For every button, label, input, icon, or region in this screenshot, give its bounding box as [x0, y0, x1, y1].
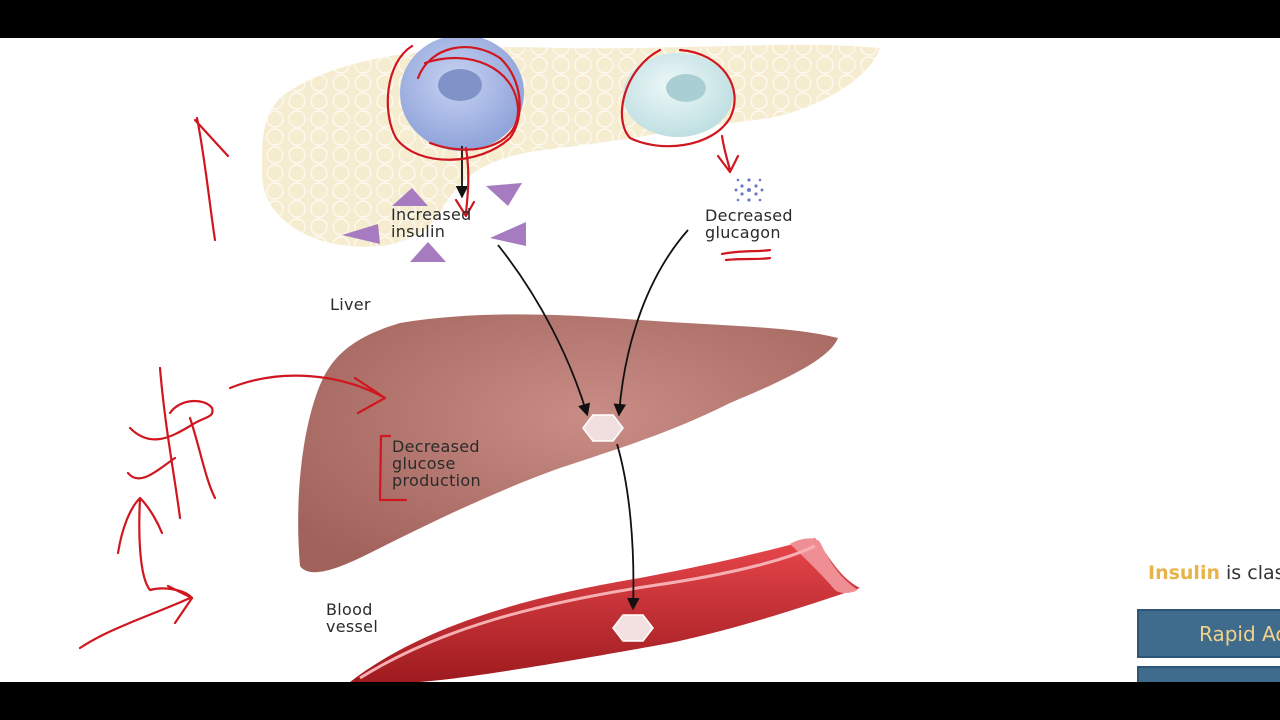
label-blood-vessel: Blood vessel: [326, 601, 378, 635]
glucagon-molecule: [734, 178, 764, 202]
diagram-stage: Increased insulin Decreased glucagon Liv…: [0, 38, 1280, 682]
label-liver: Liver: [330, 296, 371, 313]
insulin-caption-rest: is clas: [1219, 562, 1280, 584]
label-decreased-glucagon: Decreased glucagon: [705, 207, 793, 241]
label-decreased-glucose-production: Decreased glucose production: [392, 438, 481, 489]
alpha-cell: [623, 53, 733, 137]
insulin-molecules: [342, 183, 526, 262]
next-category-button[interactable]: [1137, 666, 1280, 682]
liver: [298, 314, 838, 573]
label-line: Blood: [326, 600, 373, 619]
label-line: vessel: [326, 617, 379, 636]
glucose-molecule-liver: [582, 414, 624, 442]
diagram-art: [78, 38, 880, 682]
beta-cell: [400, 38, 524, 151]
label-line: glucose: [392, 454, 456, 473]
label-line: production: [392, 471, 481, 490]
label-line: Increased: [391, 205, 472, 224]
label-increased-insulin: Increased insulin: [391, 206, 472, 240]
flow-arrows: [455, 146, 689, 611]
label-line: Decreased: [705, 206, 793, 225]
label-line: Decreased: [392, 437, 480, 456]
label-line: insulin: [391, 222, 446, 241]
label-line: glucagon: [705, 223, 781, 242]
rapid-acting-label: Rapid Ac: [1199, 621, 1280, 646]
glucose-molecule-vessel: [612, 614, 654, 642]
insulin-keyword: Insulin: [1148, 562, 1220, 584]
insulin-caption: Insulin is clas: [1148, 562, 1280, 584]
rapid-acting-button[interactable]: Rapid Ac: [1137, 609, 1280, 658]
blood-vessel: [350, 538, 860, 682]
label-line: Liver: [330, 295, 371, 314]
red-annotations: [78, 44, 772, 650]
